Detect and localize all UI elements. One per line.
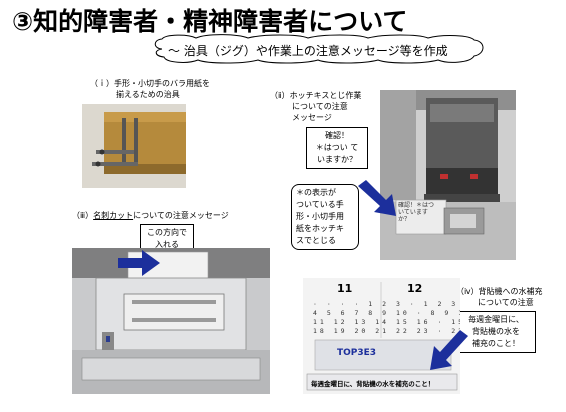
cutter-arrow-icon — [118, 250, 160, 276]
stapler-sticker-label: 確認！＊はついていますか？ — [398, 202, 435, 223]
note-line: ＊の表示が — [296, 188, 336, 197]
note-line: ＊はつい て — [315, 143, 359, 152]
calendar-grid-row: 4 5 6 7 8 9 10 · 8 9 10 11 12 — [313, 309, 460, 317]
subtitle: ～ 治具（ジグ）や作業上の注意メッセージ等を作成 — [168, 44, 448, 58]
cutter-caption: （ⅲ）名刺カットについての注意メッセージ — [72, 210, 229, 221]
cutter-caption-prefix: （ⅲ） — [72, 211, 94, 220]
stapler-note-instruction: ＊の表示が ついている手 形・小切手用 紙をホッチキ スでとじる — [291, 184, 359, 250]
note-line: 形・小切手用 — [296, 212, 344, 221]
note-line: スでとじる — [296, 236, 336, 245]
cutter-caption-suffix: についての注意メッセージ — [133, 211, 229, 220]
calendar-note: 毎週金曜日に、 背貼機の水を 補充のこと！ — [456, 311, 536, 353]
cutter-photo — [72, 248, 270, 394]
stapler-caption-line1: （ⅱ）ホッチキスとじ作業 — [270, 91, 362, 100]
note-line: 補充のこと！ — [472, 339, 520, 348]
calendar-logo: TOP3E3 — [337, 348, 377, 358]
stapler-caption-line3: メッセージ — [292, 113, 332, 122]
jig-photo — [82, 104, 186, 188]
note-line: ついている手 — [296, 200, 344, 209]
calendar-caption-line2: についての注意 — [478, 298, 534, 307]
stapler-note-confirm: 確認！ ＊はつい て いますか？ — [306, 127, 368, 169]
calendar-arrow-icon — [430, 330, 468, 370]
calendar-month-right: 12 — [407, 282, 423, 295]
calendar-month-left: 11 — [337, 282, 353, 295]
jig-caption-line1: （ｉ）手形・小切手のバラ用紙を — [90, 79, 210, 88]
note-line: いますか？ — [317, 155, 357, 164]
page-title: ③知的障害者・精神障害者について — [12, 7, 408, 36]
stapler-photo — [380, 90, 516, 260]
note-line: 背貼機の水を — [472, 327, 520, 336]
calendar-grid-row: 18 19 20 21 22 23 · 22 23 24 25 — [313, 327, 460, 335]
note-line: 毎週金曜日に、 — [468, 315, 524, 324]
calendar-photo: 11 12 · · · · 1 2 3 · 1 2 3 4 5 6 7 4 5 … — [303, 278, 460, 394]
stapler-arrow-icon — [358, 180, 396, 216]
cutter-caption-underlined: 名刺カット — [93, 211, 134, 220]
calendar-grid-row: 11 12 13 14 15 16 · 15 16 17 18 — [313, 318, 460, 326]
note-line: 紙をホッチキ — [296, 224, 344, 233]
calendar-banner: 毎週金曜日に、背貼機の水を補充のこと！ — [311, 380, 435, 388]
note-line: 入れる — [155, 240, 179, 249]
stapler-caption-line2: についての注意 — [292, 102, 348, 111]
calendar-caption-line1: （ⅳ）背貼機への水補充 — [456, 287, 543, 296]
jig-caption-line2: 揃えるための治具 — [116, 90, 180, 99]
note-line: この方向で — [147, 228, 187, 237]
calendar-grid-row: · · · · 1 2 3 · 1 2 3 4 5 6 7 — [313, 300, 460, 308]
subtitle-cloud — [154, 34, 484, 64]
note-line: 確認！ — [325, 131, 349, 140]
